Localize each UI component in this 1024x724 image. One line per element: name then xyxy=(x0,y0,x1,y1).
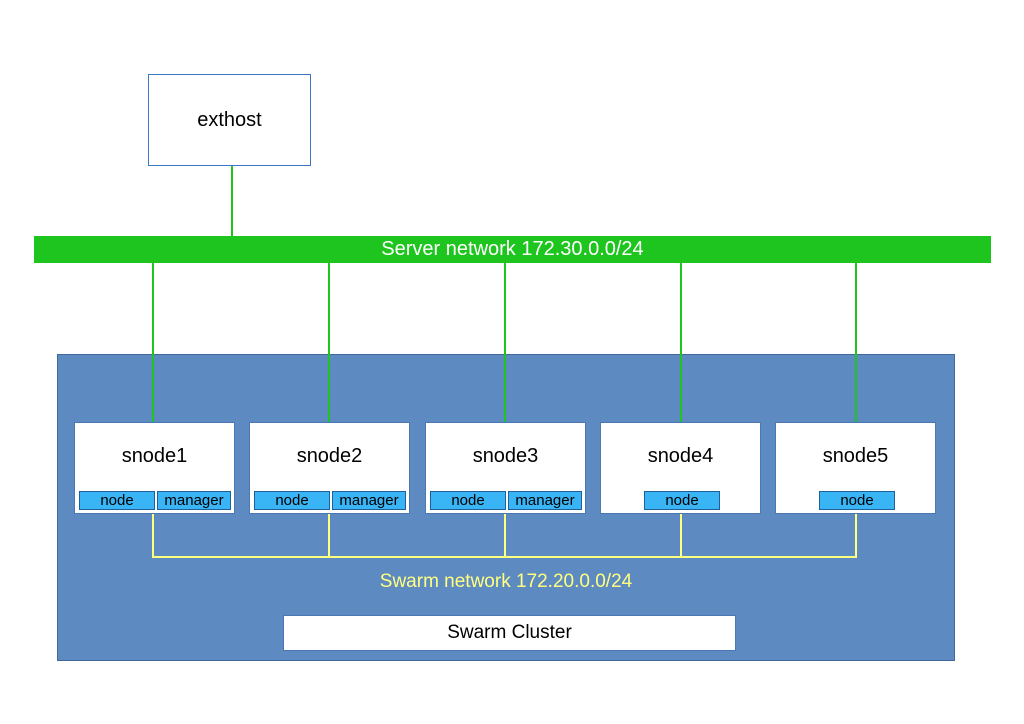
snode-box-1: snode1 node manager xyxy=(74,422,235,514)
snode-box-3: snode3 node manager xyxy=(425,422,586,514)
snode-title: snode5 xyxy=(822,445,889,467)
swarm-cluster-box: Swarm Cluster xyxy=(283,615,736,651)
snode-title: snode3 xyxy=(472,445,539,467)
swarm-cluster-label: Swarm Cluster xyxy=(447,622,572,643)
node-tag: node xyxy=(79,491,155,510)
node-tag: node xyxy=(819,491,895,510)
snode-box-2: snode2 node manager xyxy=(249,422,410,514)
exthost-box: exthost xyxy=(148,74,311,166)
exthost-label: exthost xyxy=(197,108,262,131)
node-tag: node xyxy=(430,491,506,510)
server-network-label: Server network 172.30.0.0/24 xyxy=(381,238,644,260)
snode-title: snode2 xyxy=(296,445,363,467)
snode-title: snode1 xyxy=(121,445,188,467)
node-tag: node xyxy=(644,491,720,510)
manager-tag: manager xyxy=(332,491,406,510)
node-tag: node xyxy=(254,491,330,510)
swarm-network-label: Swarm network 172.20.0.0/24 xyxy=(379,571,633,592)
server-network-bar: Server network 172.30.0.0/24 xyxy=(34,236,991,263)
snode-box-4: snode4 node xyxy=(600,422,761,514)
manager-tag: manager xyxy=(508,491,582,510)
snode-title: snode4 xyxy=(647,445,714,467)
manager-tag: manager xyxy=(157,491,231,510)
snode-box-5: snode5 node xyxy=(775,422,936,514)
